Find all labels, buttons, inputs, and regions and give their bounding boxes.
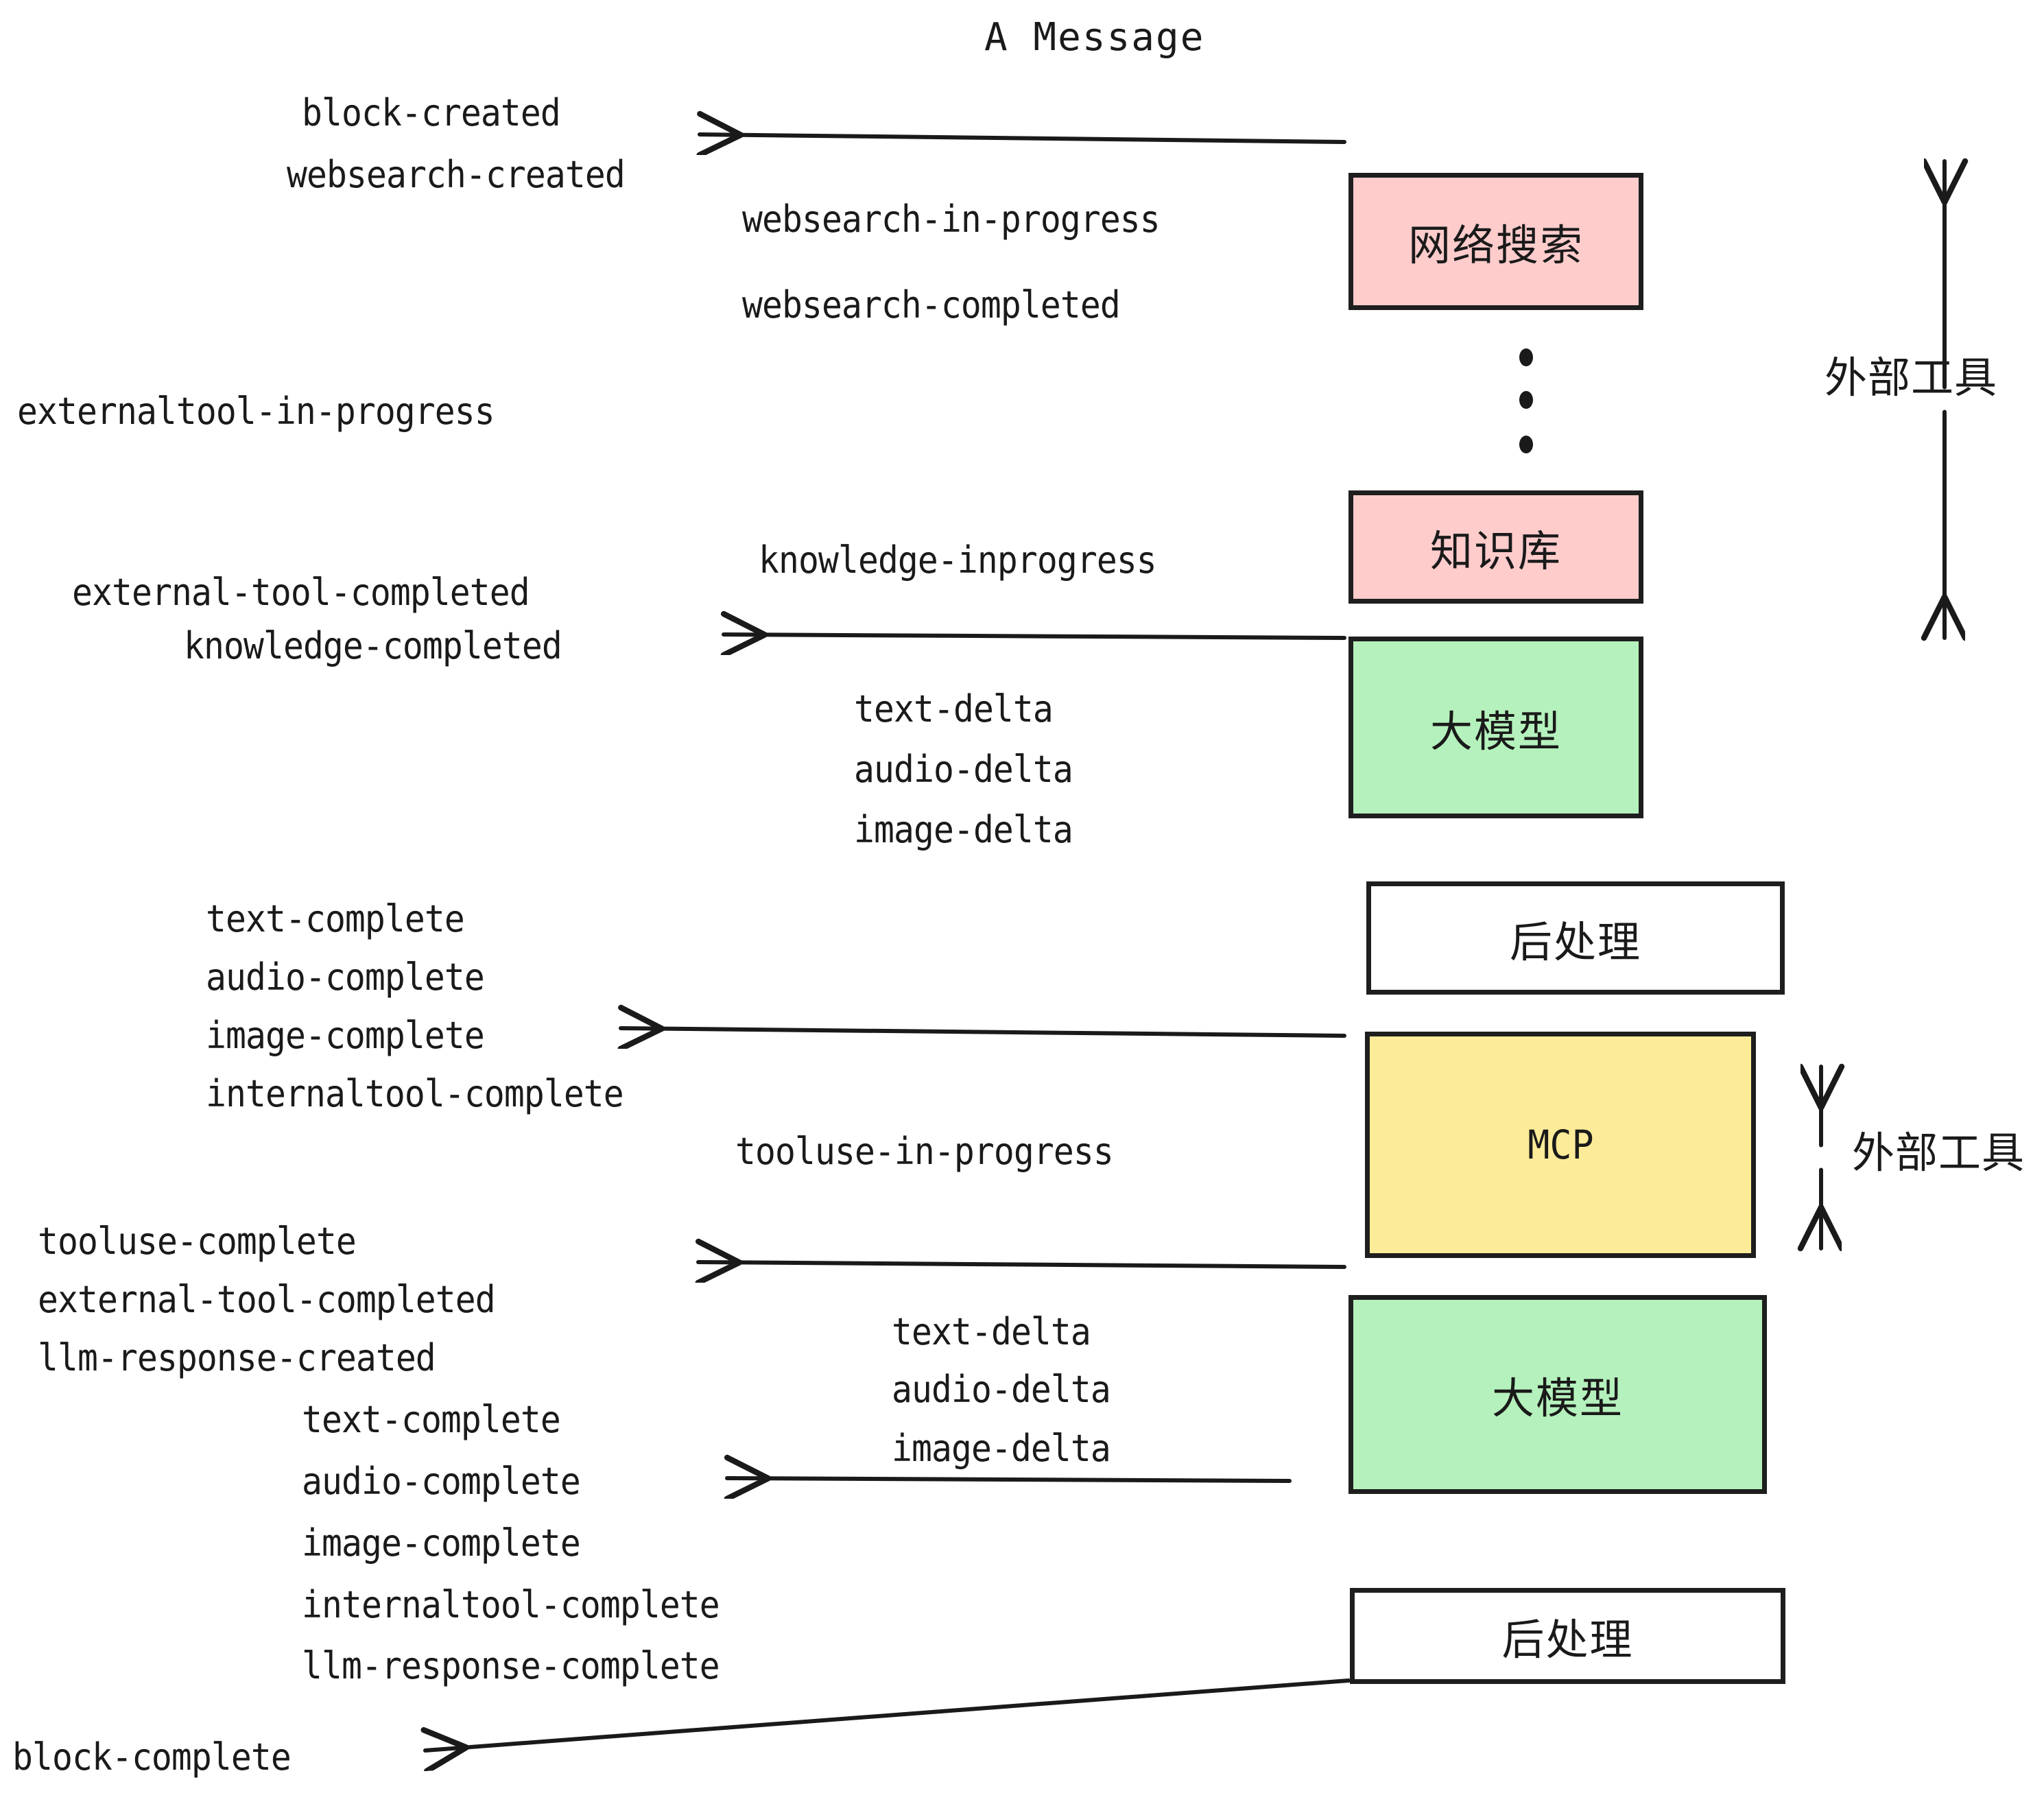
flow-arrow-knowledge — [724, 634, 1346, 638]
event-label-websearch-completed: websearch-completed — [742, 283, 1121, 327]
node-box-postprocess-bottom[interactable]: 后处理 — [1350, 1588, 1785, 1684]
event-label-tooluse-in-progress: tooluse-in-progress — [735, 1130, 1114, 1173]
flow-arrow-image-complete — [621, 1028, 1346, 1036]
node-box-llm-top[interactable]: 大模型 — [1348, 637, 1643, 818]
side-label-external-tool-bottom: 外部工具 — [1852, 1128, 2025, 1178]
event-label-audio-delta-2: audio-delta — [892, 1368, 1111, 1411]
node-label-websearch: 网络搜索 — [1407, 220, 1584, 270]
event-label-internaltool-complete-1: internaltool-complete — [206, 1072, 624, 1115]
node-box-llm-bottom[interactable]: 大模型 — [1348, 1295, 1767, 1494]
event-label-text-delta-1: text-delta — [854, 687, 1054, 731]
side-label-external-tool-top: 外部工具 — [1825, 353, 1998, 403]
event-label-tooluse-complete: tooluse-complete — [38, 1220, 357, 1263]
event-label-image-complete-1: image-complete — [206, 1014, 485, 1057]
node-box-mcp[interactable]: MCP — [1365, 1032, 1756, 1258]
event-label-llm-response-created: llm-response-created — [38, 1336, 436, 1379]
node-label-mcp: MCP — [1527, 1121, 1594, 1168]
event-label-externaltool-in-progress: externaltool-in-progress — [17, 390, 495, 433]
node-box-knowledge[interactable]: 知识库 — [1348, 490, 1643, 604]
event-label-audio-complete-2: audio-complete — [302, 1460, 581, 1503]
flow-arrow-tooluse — [698, 1262, 1346, 1267]
ellipsis-dot-icon — [1519, 348, 1533, 366]
event-label-websearch-created: websearch-created — [287, 153, 626, 196]
event-label-audio-delta-1: audio-delta — [854, 748, 1073, 791]
event-label-llm-response-complete: llm-response-complete — [302, 1644, 720, 1687]
flow-arrow-block-complete — [425, 1678, 1351, 1750]
event-label-knowledge-completed: knowledge-completed — [184, 624, 562, 667]
node-label-postprocess-bottom: 后处理 — [1501, 1615, 1634, 1665]
event-label-external-tool-completed-1: external-tool-completed — [72, 571, 530, 614]
node-box-websearch[interactable]: 网络搜索 — [1348, 173, 1643, 310]
event-label-internaltool-complete-2: internaltool-complete — [302, 1583, 720, 1626]
flow-arrow-audio-complete — [727, 1478, 1292, 1481]
event-label-audio-complete-1: audio-complete — [206, 956, 485, 999]
flow-arrow-block-created — [700, 134, 1346, 142]
node-label-postprocess-top: 后处理 — [1509, 916, 1641, 967]
event-label-block-complete: block-complete — [12, 1735, 292, 1779]
ellipsis-dot-icon — [1519, 391, 1533, 409]
page-title: A Message — [984, 15, 1205, 60]
event-label-image-complete-2: image-complete — [302, 1521, 581, 1565]
node-label-llm-bottom: 大模型 — [1491, 1373, 1624, 1423]
event-label-text-delta-2: text-delta — [892, 1310, 1091, 1353]
event-label-knowledge-inprogress: knowledge-inprogress — [759, 538, 1157, 582]
event-label-image-delta-1: image-delta — [854, 808, 1073, 851]
node-label-knowledge: 知识库 — [1429, 525, 1562, 576]
event-label-image-delta-2: image-delta — [892, 1427, 1111, 1470]
event-label-block-created: block-created — [302, 91, 561, 134]
node-label-llm-top: 大模型 — [1429, 706, 1562, 757]
event-label-text-complete-2: text-complete — [302, 1398, 561, 1441]
event-label-websearch-in-progress: websearch-in-progress — [742, 198, 1161, 241]
event-label-external-tool-completed-2: external-tool-completed — [38, 1278, 496, 1321]
node-box-postprocess-top[interactable]: 后处理 — [1366, 881, 1785, 995]
ellipsis-dot-icon — [1519, 436, 1533, 453]
event-label-text-complete-1: text-complete — [206, 897, 465, 940]
